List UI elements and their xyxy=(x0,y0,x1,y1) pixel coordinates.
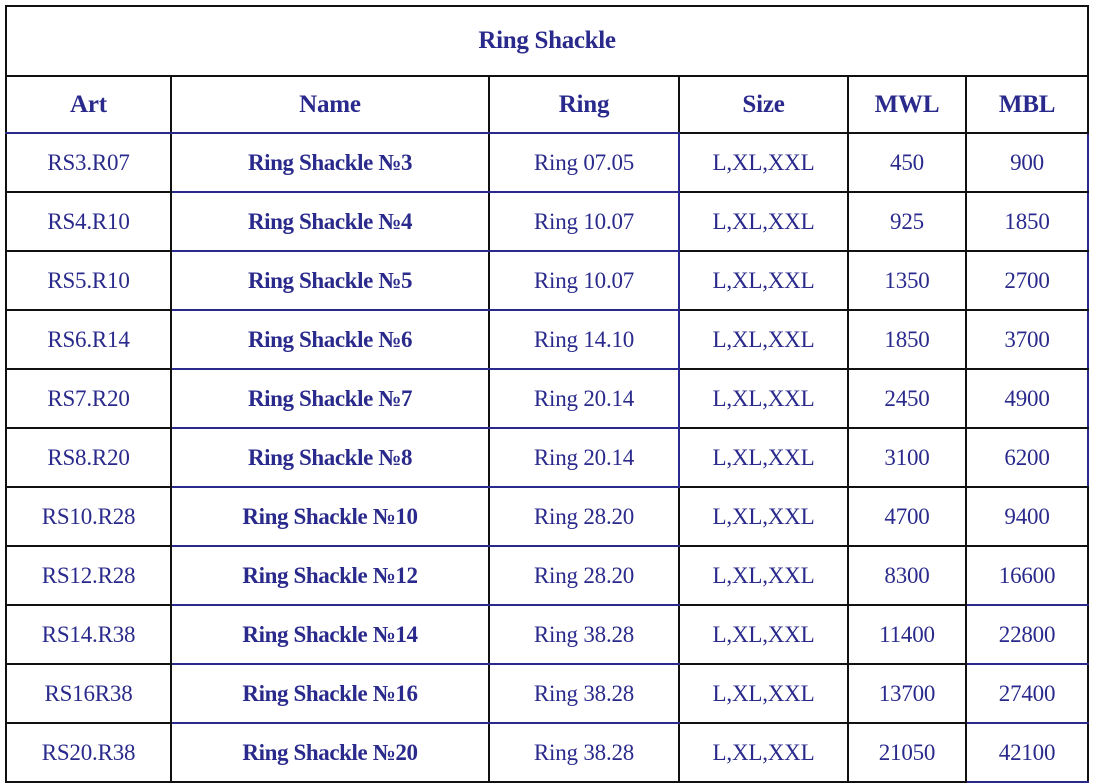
cell-ring: Ring 38.28 xyxy=(488,722,680,783)
cell-size: L,XL,XXL xyxy=(678,250,849,311)
ring-shackle-spec-table: Ring Shackle Art Name Ring Size MWL MBL … xyxy=(4,5,1090,783)
cell-size: L,XL,XXL xyxy=(678,309,849,370)
cell-art: RS20.R38 xyxy=(5,722,172,783)
cell-size: L,XL,XXL xyxy=(678,486,849,547)
cell-ring: Ring 38.28 xyxy=(488,663,680,724)
cell-name: Ring Shackle №6 xyxy=(170,309,490,370)
cell-mbl: 900 xyxy=(964,132,1090,193)
cell-ring: Ring 10.07 xyxy=(488,191,680,252)
cell-mbl: 16600 xyxy=(964,545,1090,606)
cell-mbl: 2700 xyxy=(964,250,1090,311)
cell-size: L,XL,XXL xyxy=(678,545,849,606)
table-head: Ring Shackle Art Name Ring Size MWL MBL xyxy=(4,5,1090,134)
cell-mbl: 6200 xyxy=(964,427,1090,488)
cell-ring: Ring 10.07 xyxy=(488,250,680,311)
cell-art: RS6.R14 xyxy=(5,309,172,370)
cell-size: L,XL,XXL xyxy=(678,604,849,665)
cell-mwl: 21050 xyxy=(847,722,967,783)
cell-ring: Ring 14.10 xyxy=(488,309,680,370)
cell-mwl: 925 xyxy=(847,191,967,252)
table-title-row: Ring Shackle xyxy=(4,5,1090,77)
cell-mbl: 27400 xyxy=(964,663,1090,724)
cell-mbl: 3700 xyxy=(964,309,1090,370)
cell-art: RS10.R28 xyxy=(5,486,172,547)
cell-ring: Ring 07.05 xyxy=(488,132,680,193)
cell-ring: Ring 38.28 xyxy=(488,604,680,665)
column-header-name: Name xyxy=(170,75,490,134)
cell-name: Ring Shackle №7 xyxy=(170,368,490,429)
cell-art: RS4.R10 xyxy=(5,191,172,252)
cell-mwl: 1850 xyxy=(847,309,967,370)
cell-name: Ring Shackle №4 xyxy=(170,191,490,252)
cell-ring: Ring 20.14 xyxy=(488,427,680,488)
cell-mwl: 450 xyxy=(847,132,967,193)
cell-ring: Ring 28.20 xyxy=(488,545,680,606)
cell-mbl: 4900 xyxy=(964,368,1090,429)
cell-size: L,XL,XXL xyxy=(678,368,849,429)
cell-mwl: 1350 xyxy=(847,250,967,311)
cell-size: L,XL,XXL xyxy=(678,722,849,783)
cell-mbl: 22800 xyxy=(964,604,1090,665)
cell-size: L,XL,XXL xyxy=(678,663,849,724)
cell-art: RS12.R28 xyxy=(5,545,172,606)
cell-art: RS16R38 xyxy=(5,663,172,724)
cell-mwl: 3100 xyxy=(847,427,967,488)
cell-name: Ring Shackle №14 xyxy=(170,604,490,665)
cell-mbl: 9400 xyxy=(964,486,1090,547)
cell-name: Ring Shackle №20 xyxy=(170,722,490,783)
cell-art: RS14.R38 xyxy=(5,604,172,665)
cell-size: L,XL,XXL xyxy=(678,132,849,193)
cell-name: Ring Shackle №16 xyxy=(170,663,490,724)
cell-size: L,XL,XXL xyxy=(678,427,849,488)
column-header-size: Size xyxy=(678,75,849,134)
cell-mwl: 11400 xyxy=(847,604,967,665)
cell-name: Ring Shackle №8 xyxy=(170,427,490,488)
cell-ring: Ring 20.14 xyxy=(488,368,680,429)
cell-mwl: 4700 xyxy=(847,486,967,547)
cell-name: Ring Shackle №5 xyxy=(170,250,490,311)
column-header-mbl: MBL xyxy=(964,75,1090,134)
cell-art: RS8.R20 xyxy=(5,427,172,488)
cell-art: RS3.R07 xyxy=(5,132,172,193)
table-title: Ring Shackle xyxy=(4,5,1090,77)
spec-table-wrapper: Ring Shackle Art Name Ring Size MWL MBL … xyxy=(4,5,1098,783)
cell-art: RS5.R10 xyxy=(5,250,172,311)
cell-mwl: 8300 xyxy=(847,545,967,606)
table-header-row: Art Name Ring Size MWL MBL xyxy=(5,75,1090,134)
cell-size: L,XL,XXL xyxy=(678,191,849,252)
cell-art: RS7.R20 xyxy=(5,368,172,429)
cell-name: Ring Shackle №12 xyxy=(170,545,490,606)
cell-mbl: 42100 xyxy=(964,722,1090,783)
cell-name: Ring Shackle №10 xyxy=(170,486,490,547)
cell-mbl: 1850 xyxy=(964,191,1090,252)
cell-ring: Ring 28.20 xyxy=(488,486,680,547)
cell-mwl: 13700 xyxy=(847,663,967,724)
column-header-ring: Ring xyxy=(488,75,680,134)
cell-mwl: 2450 xyxy=(847,368,967,429)
column-header-art: Art xyxy=(5,75,172,134)
column-header-mwl: MWL xyxy=(847,75,967,134)
cell-name: Ring Shackle №3 xyxy=(170,132,490,193)
